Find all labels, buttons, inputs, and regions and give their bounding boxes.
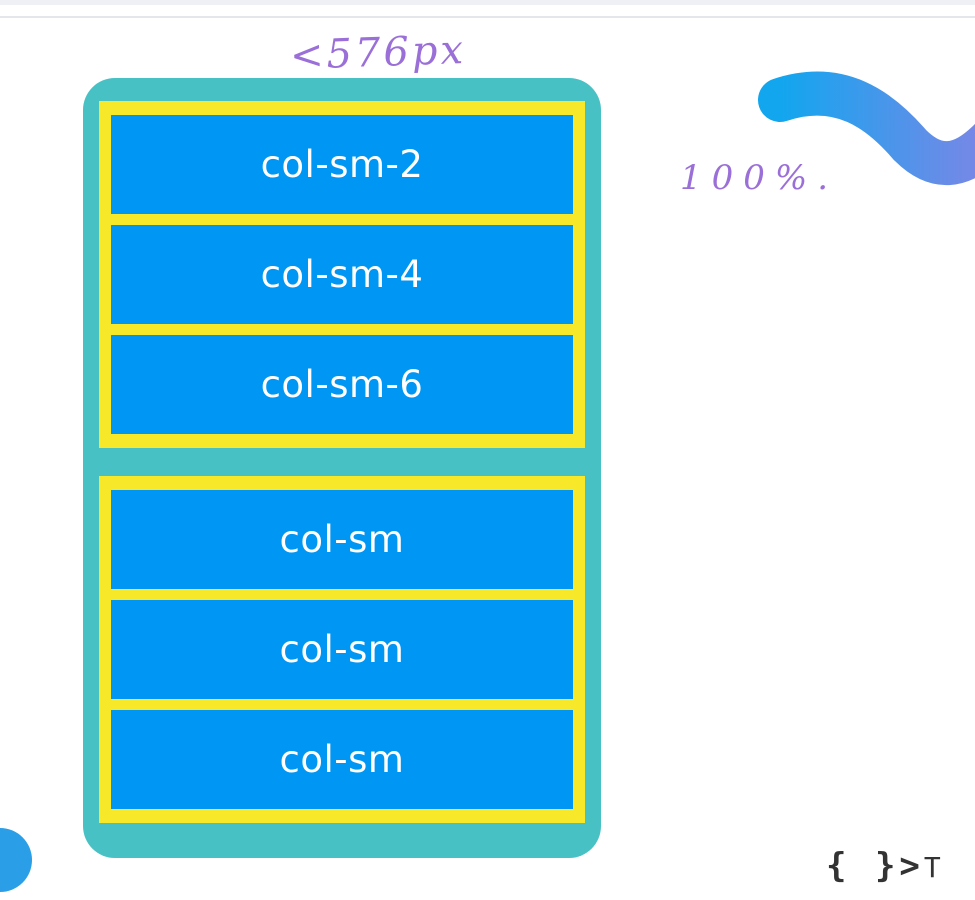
grid-column: col-sm-2 xyxy=(111,115,573,214)
handwritten-width-note: <576px xyxy=(289,26,467,80)
grid-column: col-sm-4 xyxy=(111,225,573,324)
small-device-frame: col-sm-2 col-sm-4 col-sm-6 col-sm col-sm… xyxy=(83,78,601,858)
handwritten-percent-note: 100%. xyxy=(680,158,839,198)
code-glyph: { }> xyxy=(826,846,924,886)
grid-column: col-sm xyxy=(111,600,573,699)
decorative-wave-icon xyxy=(758,71,975,186)
cut-text: T xyxy=(923,851,945,884)
grid-column: col-sm xyxy=(111,490,573,589)
top-bar xyxy=(0,0,975,5)
grid-column: col-sm-6 xyxy=(111,335,573,434)
grid-column: col-sm xyxy=(111,710,573,809)
decorative-blob-icon xyxy=(0,828,32,892)
grid-row-2: col-sm col-sm col-sm xyxy=(99,476,585,823)
code-brackets-icon: { }>T xyxy=(826,846,945,886)
top-divider xyxy=(0,16,975,18)
grid-row-1: col-sm-2 col-sm-4 col-sm-6 xyxy=(99,101,585,448)
